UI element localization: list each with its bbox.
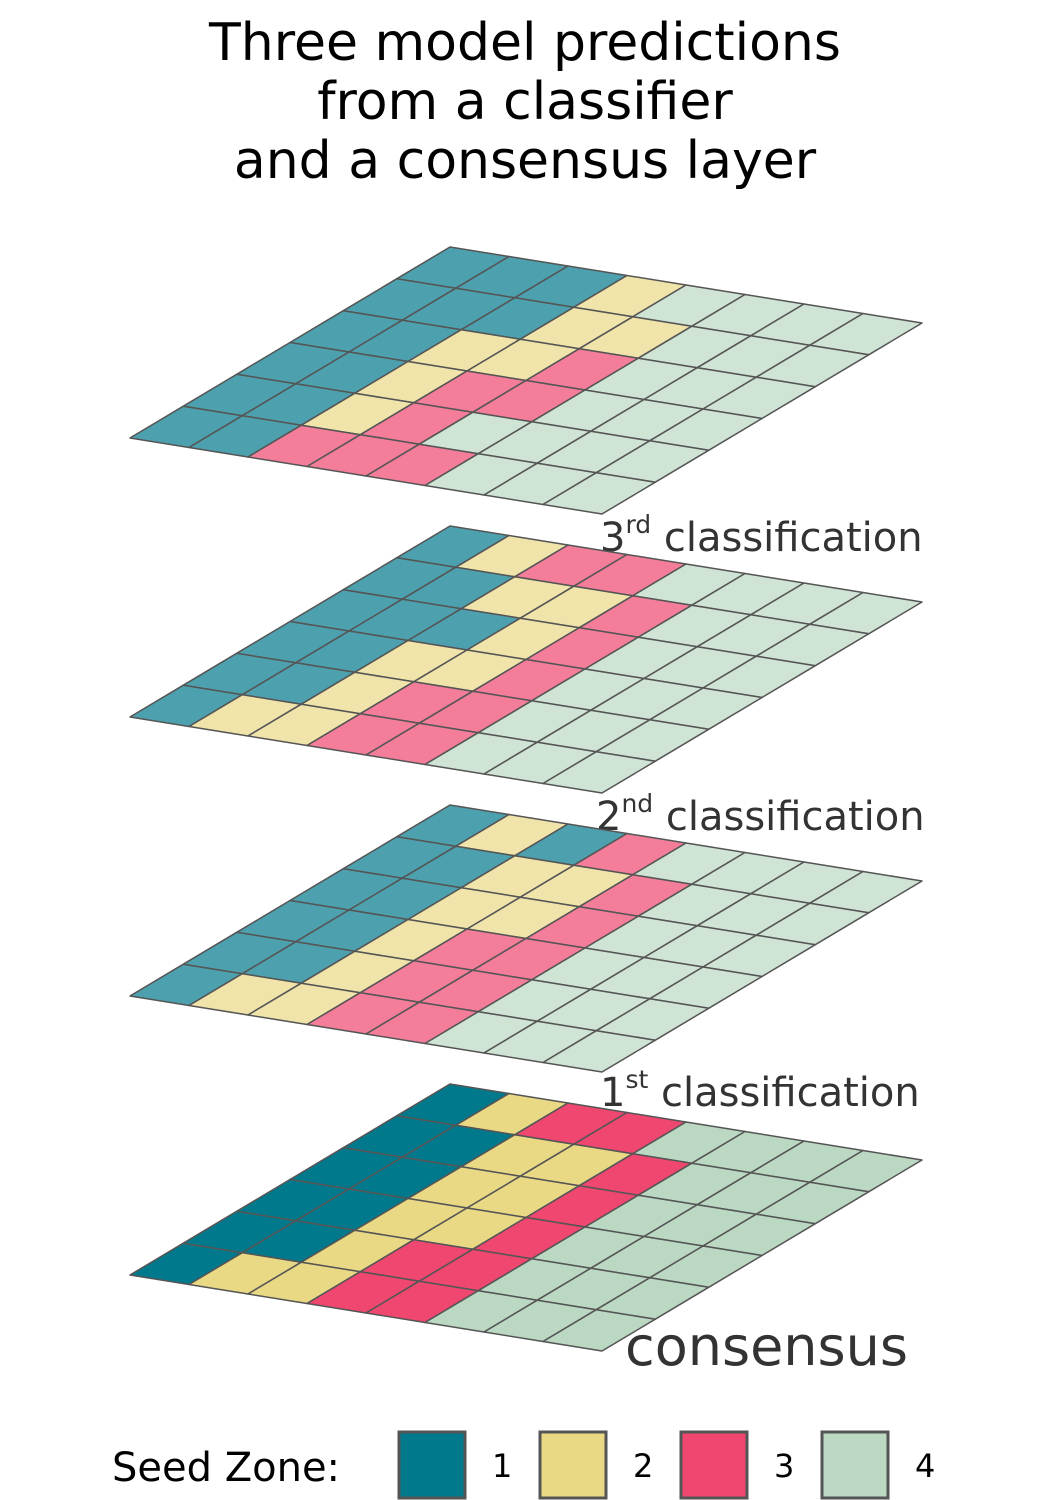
- layer-second: 2nd classification: [129, 525, 925, 840]
- legend-label-zone-4: 4: [915, 1447, 935, 1485]
- layer-label-first: 1st classification: [600, 1065, 920, 1116]
- legend-swatch-zone-2: [538, 1430, 608, 1500]
- legend: Seed Zone: 1 2 3 4: [112, 1430, 935, 1500]
- layer-label-superscript: st: [625, 1065, 648, 1094]
- layer-label-main: consensus: [625, 1315, 908, 1378]
- legend-label-zone-1: 1: [492, 1447, 512, 1485]
- layer-first: 1st classification: [129, 804, 923, 1116]
- layers-group: 3rd classification 2nd classification 1st …: [129, 246, 925, 1378]
- layer-label-second: 2nd classification: [596, 789, 925, 840]
- grid-cell-zone-4: [542, 471, 657, 515]
- legend-swatch-zone-4: [820, 1430, 890, 1500]
- grid-cell-zone-4: [542, 1308, 657, 1352]
- layer-consensus: consensus: [129, 1083, 923, 1378]
- layer-label-rest: classification: [653, 794, 924, 840]
- layer-label-superscript: nd: [621, 789, 653, 818]
- layer-label-rest: classification: [648, 1070, 919, 1116]
- layer-label-third: 3rd classification: [600, 510, 923, 561]
- legend-swatch-zone-1: [397, 1430, 467, 1500]
- title-line-3: and a consensus layer: [233, 131, 817, 191]
- title-line-1: Three model predictions: [209, 13, 841, 73]
- legend-title: Seed Zone:: [112, 1445, 340, 1491]
- figure-title: Three model predictions from a classifie…: [0, 14, 1050, 191]
- layer-third: 3rd classification: [129, 246, 923, 561]
- legend-label-zone-3: 3: [774, 1447, 794, 1485]
- layer-label-consensus: consensus: [625, 1315, 908, 1378]
- layer-label-superscript: rd: [625, 510, 651, 539]
- legend-swatch-zone-3: [679, 1430, 749, 1500]
- title-line-2: from a classifier: [317, 72, 733, 132]
- layer-label-rest: classification: [651, 515, 922, 561]
- grid-cell-zone-4: [542, 1029, 657, 1073]
- legend-label-zone-2: 2: [633, 1447, 653, 1485]
- grid-cell-zone-4: [542, 750, 657, 794]
